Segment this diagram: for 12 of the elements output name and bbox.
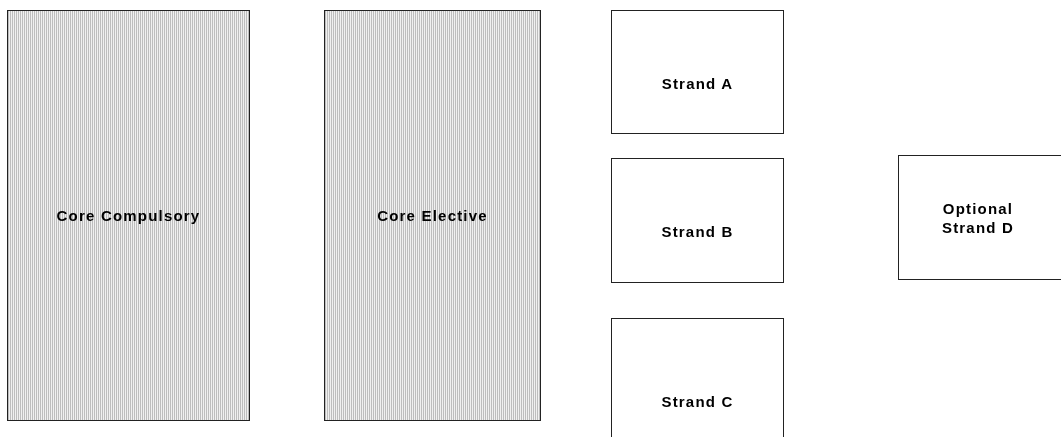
node-label: Core Elective (377, 206, 488, 225)
process-box (611, 158, 784, 283)
process-box (611, 318, 784, 437)
process-box (898, 155, 1061, 280)
node-label: Strand C (661, 391, 734, 411)
shaded-block (324, 10, 541, 421)
node-label: Strand A (661, 73, 734, 93)
node-label: Core Compulsory (56, 206, 201, 225)
process-box (611, 10, 784, 134)
node-label: Optional Strand D (940, 198, 1016, 237)
shaded-block (7, 10, 250, 421)
node-label: Strand B (661, 222, 734, 241)
